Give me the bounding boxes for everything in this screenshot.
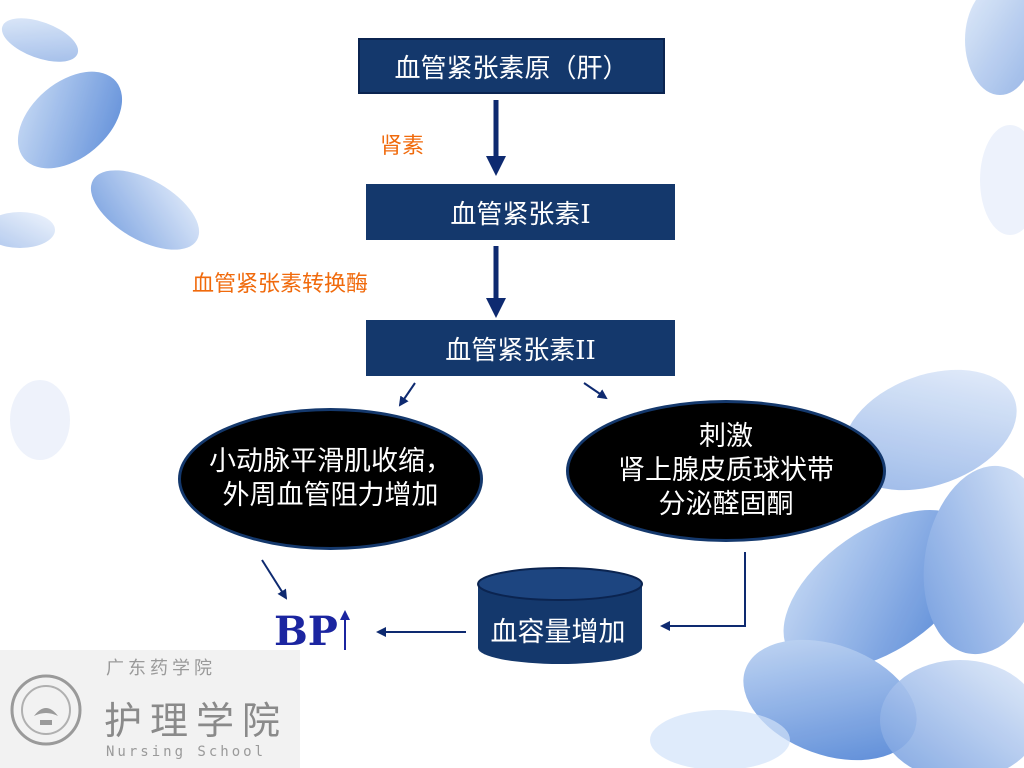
angiotensin-1-label: 血管紧张素I <box>450 199 591 230</box>
logo-college-name: 护理学院 <box>104 699 289 743</box>
renin-label: 肾素 <box>380 134 425 159</box>
bp-label: BP <box>274 608 338 655</box>
aldosterone-line-2: 肾上腺皮质球状带 <box>618 455 834 486</box>
right-flower <box>650 0 1024 768</box>
ace-label: 血管紧张素转换酶 <box>192 272 369 297</box>
vasoconstriction-line-1: 小动脉平滑肌收缩， <box>209 446 452 477</box>
aldosterone-line-3: 分泌醛固酮 <box>658 489 794 520</box>
vasoconstriction-node: 小动脉平滑肌收缩， 外周血管阻力增加 <box>178 408 483 550</box>
logo-school-name: 广东药学院 <box>106 658 216 679</box>
angiotensinogen-label: 血管紧张素原（肝） <box>394 53 629 84</box>
aldosterone-line-1: 刺激 <box>699 421 753 452</box>
logo-english-name: Nursing School <box>106 744 267 760</box>
angiotensinogen-node: 血管紧张素原（肝） <box>358 38 665 94</box>
vasoconstriction-line-2: 外周血管阻力增加 <box>222 480 439 511</box>
angiotensin-1-node: 血管紧张素I <box>366 184 675 240</box>
school-seal-icon <box>10 674 82 746</box>
angiotensin-2-label: 血管紧张素II <box>445 335 596 366</box>
angiotensin-2-node: 血管紧张素II <box>366 320 675 376</box>
top-left-flower <box>0 18 200 460</box>
aldosterone-node: 刺激 肾上腺皮质球状带 分泌醛固酮 <box>566 400 886 542</box>
blood-volume-label: 血容量增加 <box>490 616 626 648</box>
